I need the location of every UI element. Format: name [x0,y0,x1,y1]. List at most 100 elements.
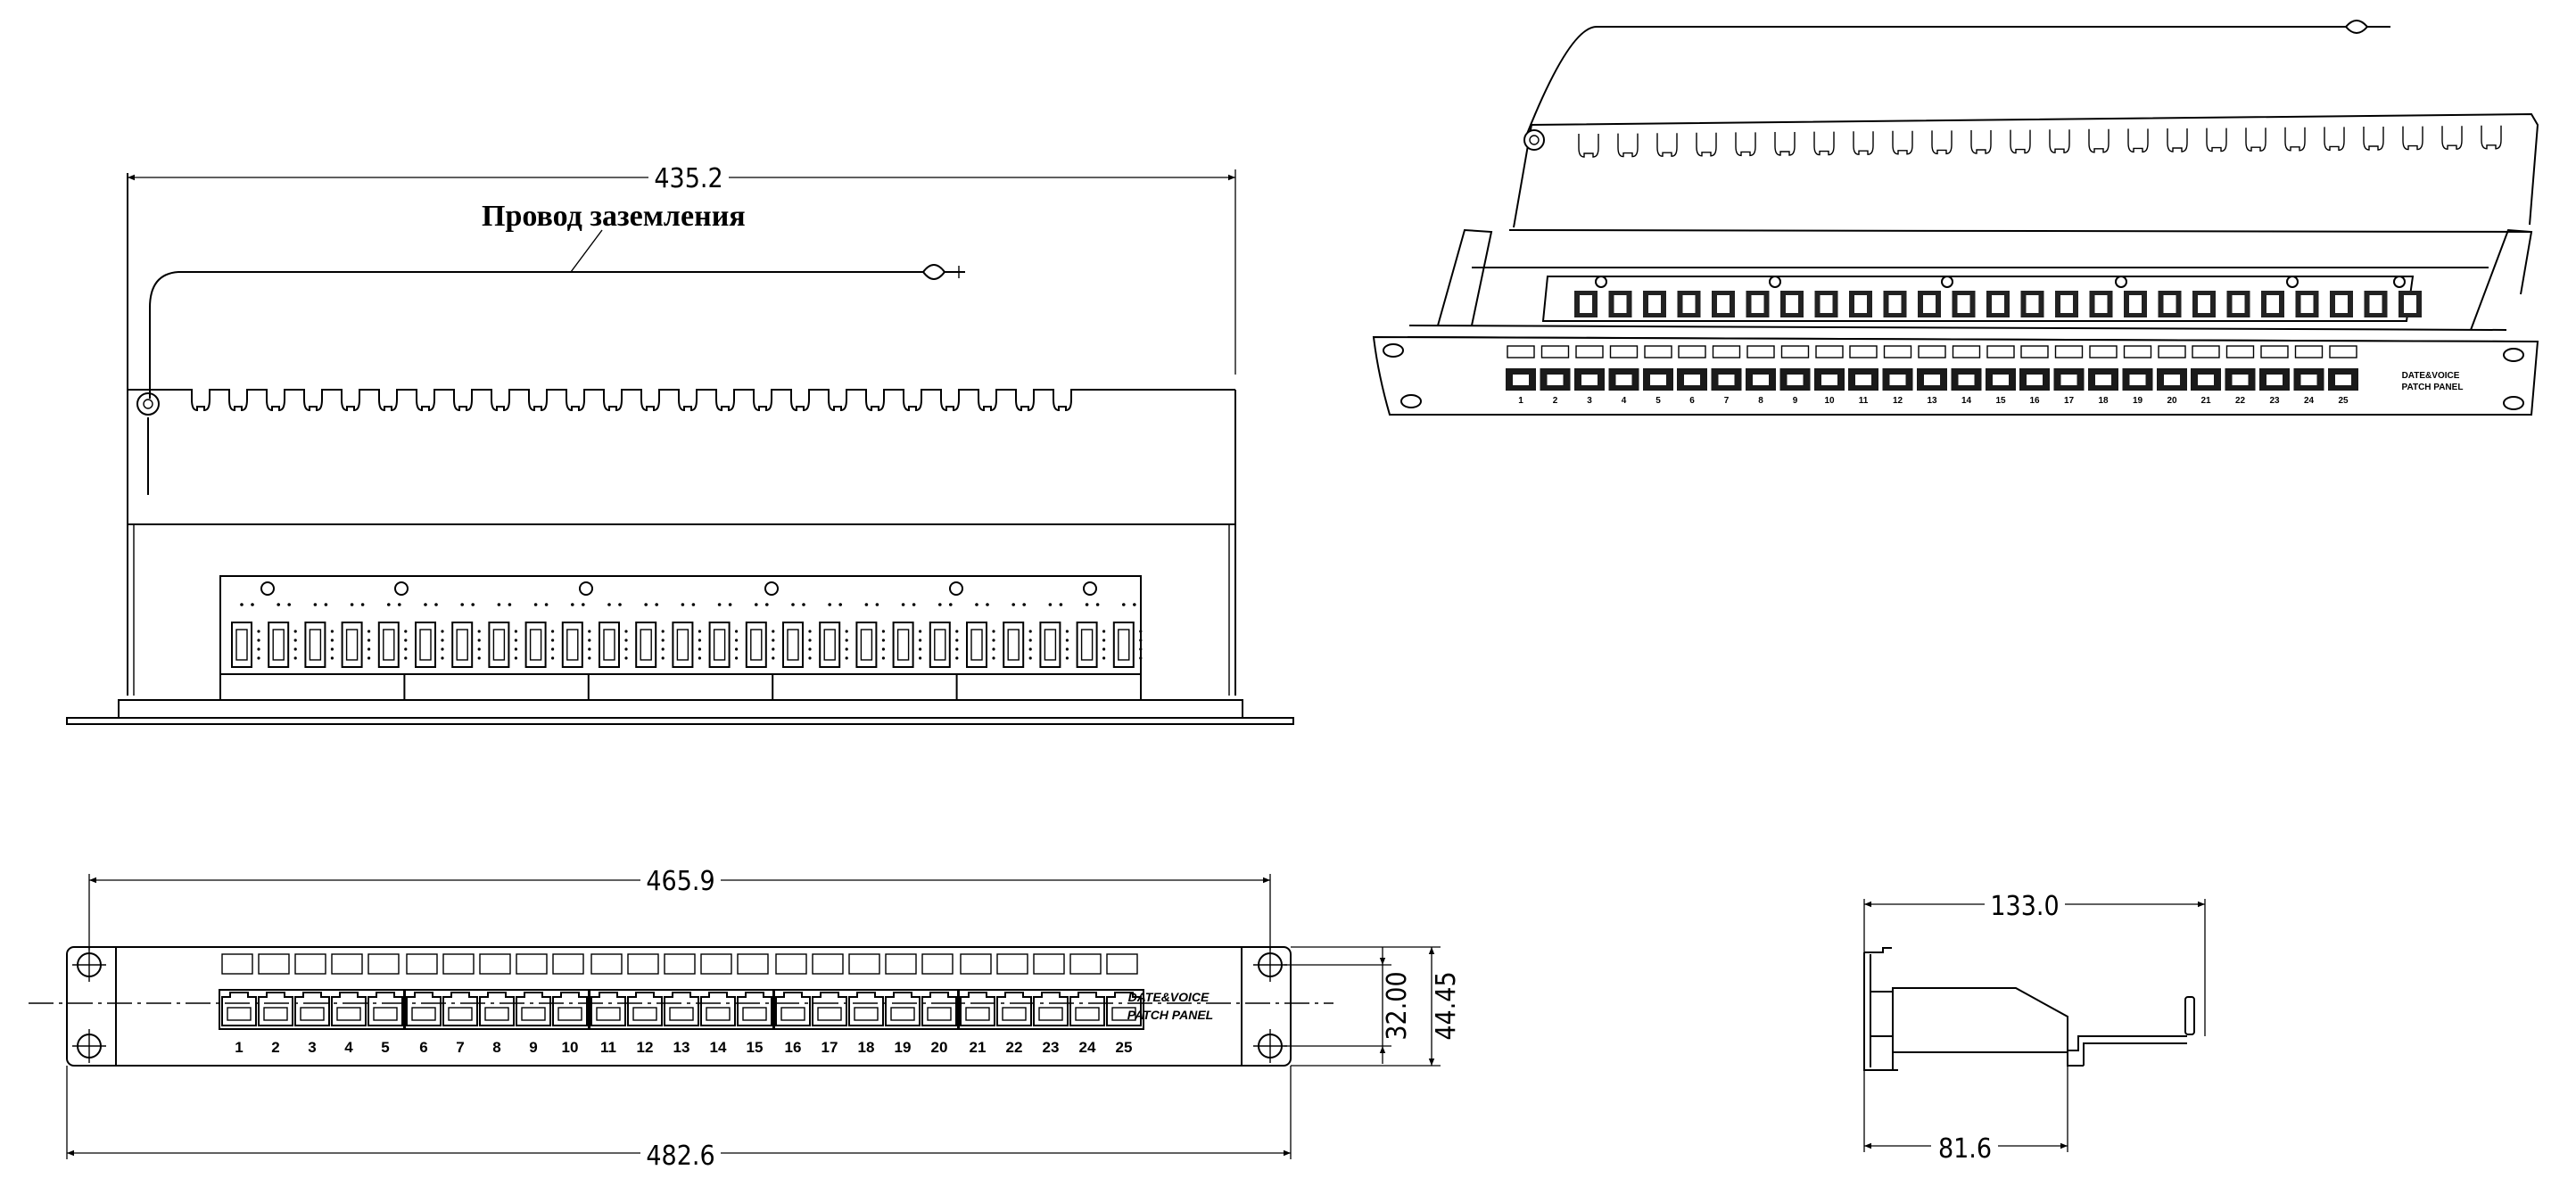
dim-top-width: 435.2 [654,163,722,194]
ground-wire [1526,26,2346,135]
iso-port-number: 3 [1587,396,1592,406]
rj45-port [627,992,663,1026]
mounting-hole [1253,1029,1287,1063]
rj45-port [812,992,847,1026]
rj45-port [406,992,442,1026]
iso-port-number: 18 [2098,396,2109,406]
port-number: 9 [529,1039,537,1056]
idc-module [451,603,481,668]
port-number: 19 [895,1039,912,1056]
iso-rj45-port [1574,368,1605,391]
iso-port-number: 2 [1553,396,1558,406]
idc-module [599,603,628,668]
rj45-port [960,992,995,1026]
iso-port-number: 17 [2064,396,2075,406]
port-label-box [516,953,548,975]
screw-icon [1941,276,1953,288]
screw-icon [1083,581,1097,596]
port-number: 11 [600,1039,616,1056]
iso-port-number: 4 [1622,396,1627,406]
port-number: 10 [562,1039,579,1056]
iso-panel-label-line1: DATE&VOICE [2402,371,2460,381]
iso-port-number: 5 [1655,396,1661,406]
port-label-box [1106,953,1138,975]
rj45-port [331,992,367,1026]
panel-label-line1: DATE&VOICE [1128,990,1210,1004]
idc-module [1076,603,1106,668]
screw-icon [949,581,963,596]
port-number: 24 [1079,1039,1096,1056]
port-label-box [737,953,769,975]
iso-rj45-port [1951,368,1982,391]
port-label-box [1069,953,1102,975]
cable-management-bar [128,389,1235,412]
idc-module [561,603,591,668]
dim-inner-height: 32.00 [1382,971,1413,1040]
port-number: 13 [673,1039,690,1056]
port-number: 6 [419,1039,427,1056]
front-panel-face [66,946,1292,1067]
side-view: 133.0 81.6 [1863,888,2206,1165]
iso-port-number: 23 [2269,396,2280,406]
dim-body-depth: 81.6 [1938,1133,1992,1165]
rj45-port [775,992,811,1026]
dim-total-depth: 133.0 [1990,891,2059,922]
port-label-box [885,953,917,975]
idc-module [524,603,555,668]
iso-rj45-port [2259,368,2290,391]
panel-label-line2: PATCH PANEL [1127,1008,1213,1022]
ground-wire [149,271,923,399]
iso-rj45-port [1677,368,1707,391]
iso-panel-label-line2: PATCH PANEL [2402,383,2464,392]
iso-port-number: 10 [1824,396,1835,406]
iso-rj45-port [2328,368,2358,391]
idc-module [855,603,886,668]
idc-module [966,603,995,668]
dim-hole-spacing: 465.9 [646,866,714,897]
port-number: 18 [858,1039,875,1056]
rj45-port [996,992,1032,1026]
port-label-box [479,953,511,975]
rj45-port [590,992,626,1026]
iso-rj45-port [2293,368,2324,391]
idc-module [1112,603,1143,668]
iso-port-number: 20 [2167,396,2177,406]
iso-port-number: 24 [2304,396,2315,406]
idc-module [1039,603,1069,668]
rj45-port [921,992,957,1026]
port-label-box [258,953,290,975]
port-number: 22 [1006,1039,1023,1056]
port-label-box [960,953,992,975]
screw-icon [394,581,409,596]
iso-rj45-port [1506,368,1536,391]
iso-rj45-port [2191,368,2221,391]
port-label-box [812,953,844,975]
top-view: Провод заземления 435.2 [66,161,1294,725]
iso-port-number: 22 [2235,396,2246,406]
screw-icon [260,581,275,596]
iso-port-number: 21 [2200,396,2211,406]
idc-module [672,603,702,668]
mounting-hole [1253,948,1287,982]
iso-port-number: 1 [1518,396,1523,406]
port-number: 4 [344,1039,353,1056]
port-label-box [848,953,880,975]
screw-icon [1769,276,1781,288]
screw-icon [579,581,593,596]
iso-rj45-port [1779,368,1811,391]
iso-rj45-port [1986,368,2016,391]
idc-module [708,603,739,668]
iso-port-number: 13 [1927,396,1937,406]
idc-module [1003,603,1032,668]
port-number: 15 [747,1039,764,1056]
idc-module [231,603,260,668]
iso-port-number: 8 [1758,396,1763,406]
rj45-port [848,992,884,1026]
iso-rj45-port [2088,368,2118,391]
screw-icon [1595,276,1607,288]
idc-module [268,603,297,668]
rj45-port [442,992,478,1026]
ground-screw [136,392,160,416]
idc-module [377,603,408,668]
